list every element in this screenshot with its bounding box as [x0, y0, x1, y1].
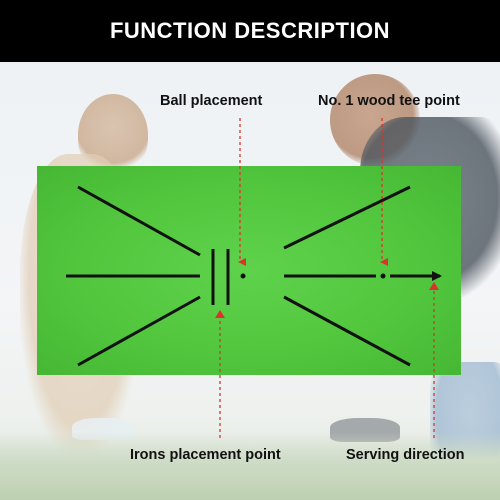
- label-serving-direction: Serving direction: [346, 447, 465, 463]
- golf-training-mat: [37, 166, 461, 375]
- mat-line-left-lower: [77, 295, 201, 367]
- header-title: FUNCTION DESCRIPTION: [109, 18, 391, 43]
- label-tee-point: No. 1 wood tee point: [318, 93, 460, 109]
- ball-placement-dot-icon: [240, 273, 246, 279]
- page-header: FUNCTION DESCRIPTION: [0, 0, 500, 62]
- mat-line-right-upper: [283, 185, 411, 250]
- label-ball-placement: Ball placement: [160, 93, 263, 109]
- mat-line-left-upper: [77, 185, 201, 257]
- grass-ground: [0, 432, 500, 500]
- irons-placement-lines: [211, 249, 230, 305]
- irons-pointer-arrowhead-icon: [215, 310, 225, 318]
- mat-right-guide-lines: [283, 185, 411, 367]
- callout-pointer-lines: [219, 118, 435, 438]
- serving-pointer-arrowhead-icon: [429, 282, 439, 290]
- mat-left-guide-lines: [66, 185, 201, 367]
- label-irons-placement: Irons placement point: [130, 447, 281, 463]
- tee-point-dot-icon: [380, 273, 386, 279]
- mat-line-right-lower: [283, 295, 411, 367]
